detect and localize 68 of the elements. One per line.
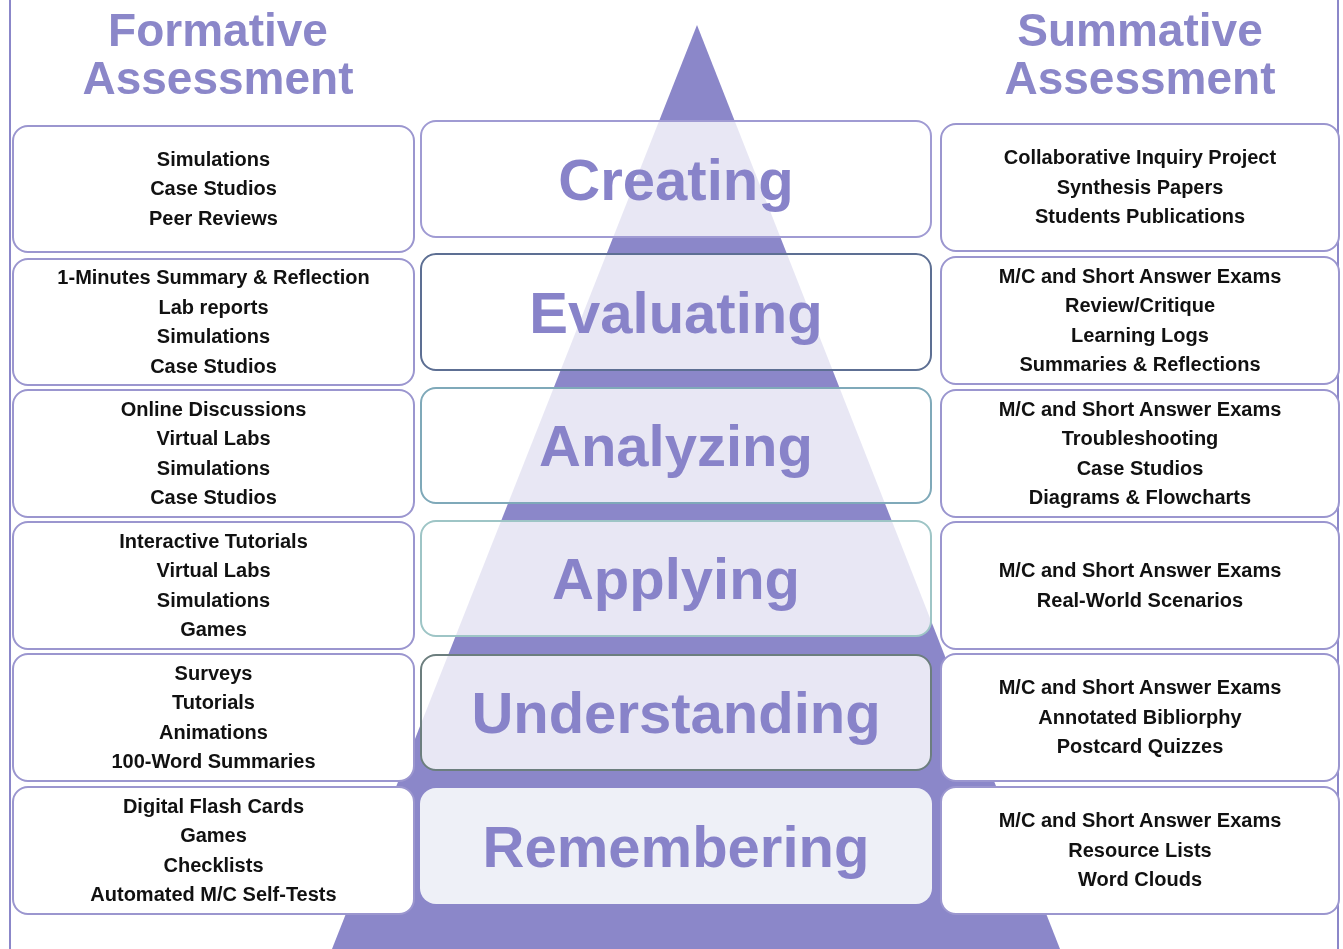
activity-text: Animations [159, 719, 268, 745]
level-title: Remembering [482, 812, 870, 880]
activity-text: Surveys [174, 660, 253, 686]
activity-text: Digital Flash Cards [122, 793, 305, 819]
activity-text: Games [180, 823, 247, 848]
level-title: Creating [558, 145, 794, 213]
activity-text: Lab reports [158, 294, 269, 320]
activity-text: Case Studios [150, 353, 277, 379]
activity-box [940, 123, 1340, 252]
activity-text: 1-Minutes Summary & Reflection [57, 265, 370, 290]
activity-text: Case Studios [1076, 455, 1204, 481]
level-title: Understanding [471, 679, 881, 746]
activity-text: Automated M/C Self-Tests [90, 882, 337, 907]
activity-text: Diagrams & Flowcharts [1028, 485, 1252, 510]
activity-box [12, 786, 415, 915]
activity-text: 100-Word Summaries [111, 749, 316, 774]
activity-text: Games [180, 617, 247, 642]
activity-text: Postcard Quizzes [1056, 734, 1224, 760]
activity-box [940, 653, 1340, 782]
activity-text: Simulations [156, 324, 271, 349]
activity-text: Checklists [163, 852, 264, 878]
activity-text: Virtual Labs [156, 426, 271, 451]
activity-text: Annotated Bibliorphy [1038, 704, 1242, 730]
activity-box [12, 653, 415, 782]
activity-text: M/C and Short Answer Exams [998, 263, 1282, 289]
column-heading: Summative Assessment [1003, 6, 1277, 102]
activity-text: Collaborative Inquiry Project [1003, 145, 1277, 171]
level-box [420, 387, 932, 504]
activity-text: Simulations [156, 587, 271, 613]
level-title: Evaluating [529, 278, 823, 346]
activity-text: Synthesis Papers [1056, 174, 1224, 200]
activity-text: Resource Lists [1068, 837, 1212, 863]
level-box [420, 520, 932, 637]
activity-box [12, 125, 415, 253]
activity-text: Word Clouds [1077, 867, 1203, 893]
activity-box [940, 786, 1340, 915]
activity-text: M/C and Short Answer Exams [998, 808, 1282, 834]
activity-text: Interactive Tutorials [119, 528, 308, 554]
level-box [420, 253, 932, 371]
activity-text: Case Studios [150, 176, 277, 202]
activity-text: M/C and Short Answer Exams [998, 675, 1282, 701]
activity-box [12, 389, 415, 518]
activity-text: M/C and Short Answer Exams [998, 558, 1282, 583]
activity-box [940, 256, 1340, 385]
activity-text: Summaries & Reflections [1019, 352, 1261, 377]
activity-text: Case Studios [150, 485, 277, 510]
activity-text: Troubleshooting [1061, 426, 1219, 451]
activity-text: Learning Logs [1071, 322, 1209, 348]
level-box [420, 788, 932, 904]
level-box [420, 120, 932, 238]
level-box [420, 654, 932, 771]
activity-text: Virtual Labs [156, 558, 271, 583]
activity-text: Peer Reviews [149, 205, 278, 231]
activity-text: Tutorials [172, 690, 255, 715]
column-heading: Formative Assessment [81, 6, 355, 102]
activity-text: Students Publications [1035, 204, 1245, 230]
activity-box [12, 258, 415, 386]
activity-text: Simulations [156, 146, 271, 172]
activity-text: Review/Critique [1064, 293, 1215, 318]
activity-box [12, 521, 415, 650]
activity-box [940, 521, 1340, 650]
activity-box [940, 389, 1340, 518]
activity-text: Real-World Scenarios [1036, 587, 1244, 613]
activity-text: M/C and Short Answer Exams [998, 396, 1282, 422]
activity-text: Online Discussions [120, 396, 307, 422]
level-title: Applying [551, 545, 801, 612]
activity-text: Simulations [156, 455, 271, 481]
level-title: Analyzing [539, 412, 813, 479]
